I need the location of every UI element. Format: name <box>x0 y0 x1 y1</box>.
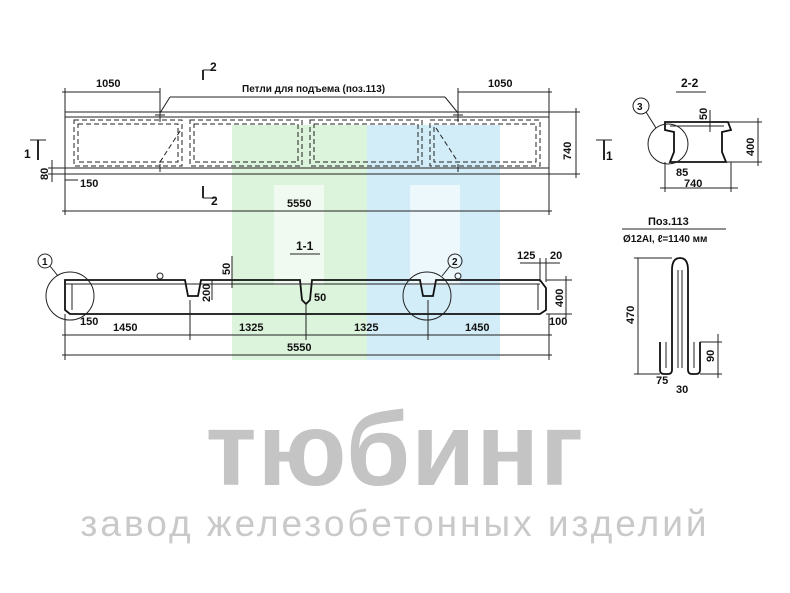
dim-85: 85 <box>676 167 688 179</box>
dim-right-loop: 1050 <box>488 78 512 90</box>
dim-50-22: 50 <box>698 108 710 120</box>
loop-pos113: Поз.113 Ø12AI, ℓ=1140 мм 470 90 75 30 <box>622 216 726 396</box>
section-mark-top: 2 <box>210 60 217 74</box>
section-mark-bottom: 2 <box>211 194 218 208</box>
span-3: 1325 <box>354 322 378 334</box>
section-2-2-title: 2-2 <box>681 76 699 90</box>
dim-50-groove: 50 <box>314 292 326 304</box>
dim-length: 5550 <box>287 198 311 210</box>
section-2-2: 2-2 3 50 400 85 740 <box>632 76 762 192</box>
cut-mark-left: 1 <box>24 147 31 161</box>
plan-view: 1050 1050 Петли для подъема (поз.113) 2 … <box>24 60 613 215</box>
span-4: 1450 <box>465 322 489 334</box>
dim-30: 30 <box>676 384 688 396</box>
dim-75: 75 <box>656 375 668 387</box>
dim-125: 125 <box>517 250 535 262</box>
dim-height: 740 <box>562 142 574 160</box>
dim-left-loop: 1050 <box>96 78 120 90</box>
dim-740-22: 740 <box>684 178 702 190</box>
dim-150-section: 150 <box>80 316 98 328</box>
dim-end: 150 <box>80 178 98 190</box>
section-1-1: 1-1 1 2 50 200 50 125 20 <box>37 239 572 360</box>
dim-400-section: 400 <box>554 289 566 307</box>
cut-mark-right: 1 <box>606 149 613 163</box>
dim-50-top: 50 <box>221 263 233 275</box>
dim-edge: 80 <box>39 168 51 180</box>
dim-400-22: 400 <box>745 138 757 156</box>
callout-1: 1 <box>42 257 48 268</box>
callout-circle-1 <box>45 271 95 321</box>
brand-name: тюбинг <box>205 392 585 508</box>
callout-circle-3 <box>647 123 689 165</box>
callout-2: 2 <box>452 257 458 268</box>
section-2-2-profile <box>664 121 733 163</box>
brand-tagline: завод железобетонных изделий <box>80 503 710 544</box>
callout-circle-2 <box>402 271 452 321</box>
dim-470: 470 <box>625 306 637 324</box>
loop-spec: Ø12AI, ℓ=1140 мм <box>623 234 707 245</box>
dim-90: 90 <box>705 350 717 362</box>
dim-200: 200 <box>201 284 213 302</box>
dim-20: 20 <box>550 250 562 262</box>
lifting-loops-label: Петли для подъема (поз.113) <box>242 84 385 95</box>
logo-mark <box>232 125 500 360</box>
slab-outline <box>64 111 550 175</box>
section-1-1-title: 1-1 <box>296 239 314 253</box>
section-profile <box>64 279 547 315</box>
span-2: 1325 <box>239 322 263 334</box>
callout-3: 3 <box>637 102 643 113</box>
loop-shape <box>659 257 701 375</box>
loop-title: Поз.113 <box>648 216 689 228</box>
reinforcement-cells <box>73 119 541 167</box>
logo-white-gap-2 <box>410 185 460 285</box>
dim-100: 100 <box>549 316 567 328</box>
logo-white-gap <box>274 185 324 285</box>
span-1: 1450 <box>113 322 137 334</box>
section-total: 5550 <box>287 342 311 354</box>
